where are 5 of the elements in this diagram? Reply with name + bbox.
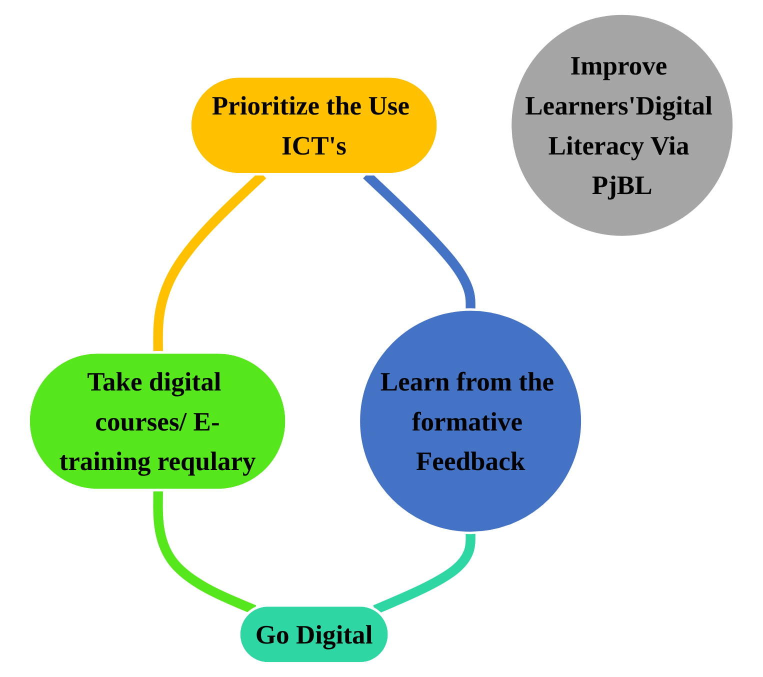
cycle-diagram: Prioritize the Use ICT's Learn from the formative Feedback Improve Learners'Digital Literacy Via PjBL Take digital courses/ E-training requlary Go Digital — [19, 4, 744, 673]
connector — [153, 490, 256, 614]
connector — [373, 532, 476, 614]
node-circle — [358, 308, 584, 534]
node-circle — [509, 12, 736, 238]
